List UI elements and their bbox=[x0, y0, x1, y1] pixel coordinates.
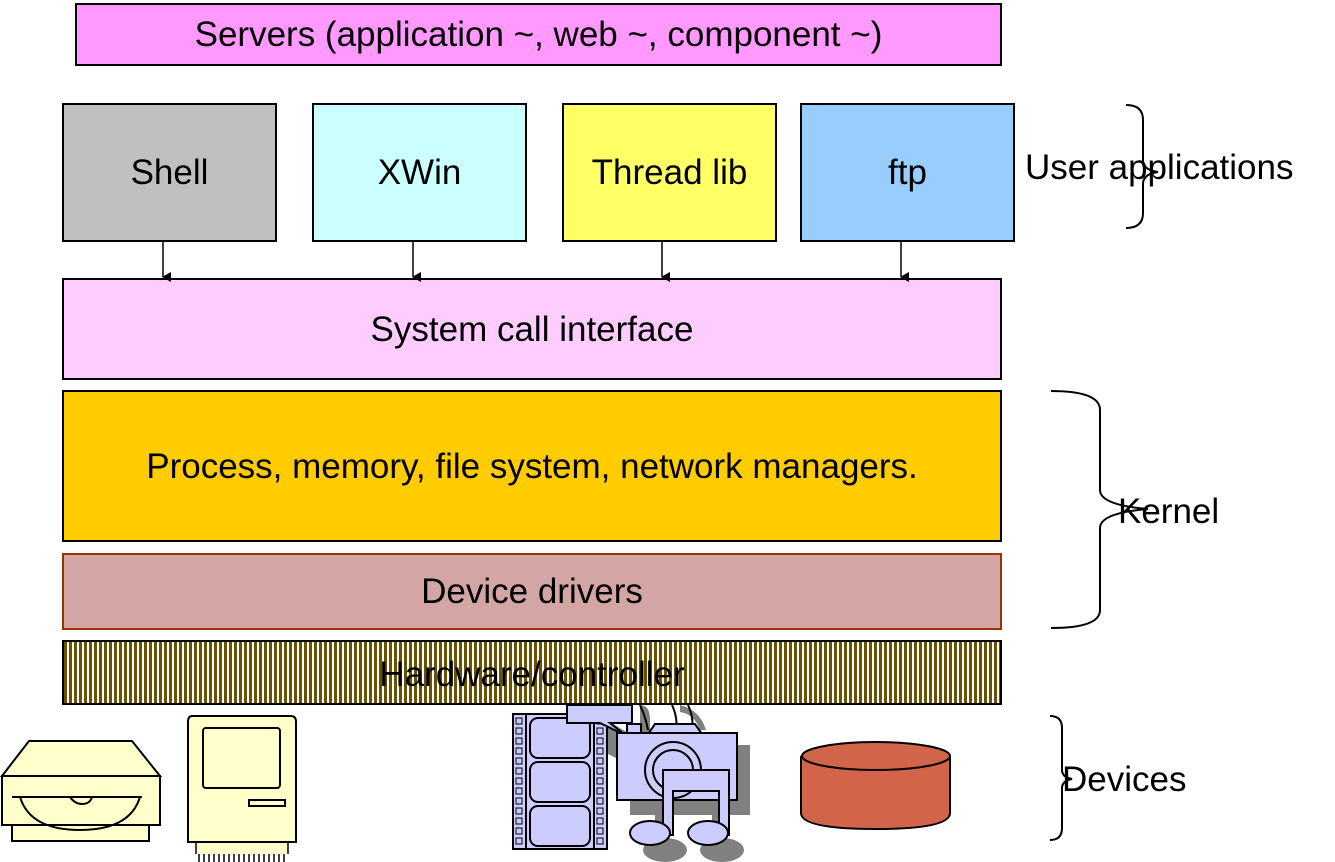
kernel-label: Kernel bbox=[1118, 492, 1220, 531]
managers-layer: Process, memory, file system, network ma… bbox=[62, 390, 1002, 542]
disk-drive-icon bbox=[0, 740, 163, 842]
brace-devices bbox=[1049, 715, 1073, 841]
app-thread-lib-label: Thread lib bbox=[591, 153, 748, 192]
multimedia-icon bbox=[512, 704, 750, 862]
device-drivers-layer: Device drivers bbox=[62, 553, 1002, 630]
system-call-interface-layer: System call interface bbox=[62, 278, 1002, 380]
app-shell-label: Shell bbox=[130, 153, 209, 192]
system-call-interface-label: System call interface bbox=[370, 309, 694, 349]
servers-label: Servers (application ~, web ~, component… bbox=[194, 15, 883, 54]
app-ftp-label: ftp bbox=[888, 153, 927, 192]
hardware-controller-label: Hardware/controller bbox=[379, 655, 685, 694]
devices-label: Devices bbox=[1062, 760, 1187, 799]
brace-kernel bbox=[1050, 390, 1149, 629]
computer-icon bbox=[187, 715, 297, 862]
device-drivers-label: Device drivers bbox=[421, 572, 643, 611]
app-thread-lib-box: Thread lib bbox=[562, 103, 777, 242]
app-ftp-box: ftp bbox=[800, 103, 1015, 242]
app-shell-box: Shell bbox=[62, 103, 277, 242]
managers-label: Process, memory, file system, network ma… bbox=[146, 446, 918, 486]
servers-layer: Servers (application ~, web ~, component… bbox=[75, 3, 1002, 66]
storage-cylinder-icon bbox=[800, 741, 951, 831]
app-xwin-box: XWin bbox=[312, 103, 527, 242]
hardware-controller-layer: Hardware/controller bbox=[62, 640, 1002, 705]
app-xwin-label: XWin bbox=[377, 153, 462, 192]
user-applications-label: User applications bbox=[1025, 148, 1294, 187]
brace-user-applications bbox=[1125, 104, 1159, 229]
